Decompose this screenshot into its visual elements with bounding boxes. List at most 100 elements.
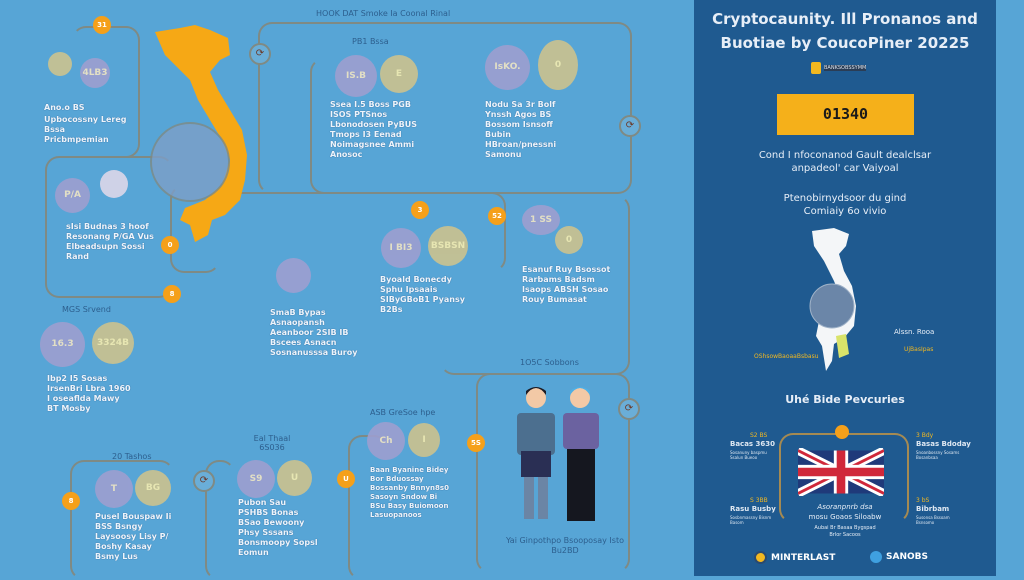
step-badge: U: [337, 470, 355, 488]
panel-description: Ptenobirnydsoor du gind: [783, 193, 907, 204]
sync-icon: ⟳: [249, 43, 271, 65]
connector-line: [45, 156, 173, 298]
step-badge: 31: [93, 16, 111, 34]
footer-logo-text: MINTERLAST: [771, 552, 836, 563]
summary-panel: Cryptocaunity. Ill Pronanos and Buotiae …: [694, 0, 996, 576]
coin-value: P/A: [55, 178, 90, 213]
step-badge: [835, 425, 849, 439]
block-title: MGS Srvend: [62, 305, 111, 314]
brand-logo: BANKSOBSSYMM: [811, 62, 867, 74]
infographic-header: HOOK DAT Smoke Ia Coonal Rinal: [316, 9, 451, 18]
globe-logo-icon: [870, 551, 882, 563]
step-badge: 3: [411, 201, 429, 219]
panel-description: Cond I nfoconanod Gault dealclsar: [758, 150, 932, 161]
step-badge: 5S: [467, 434, 485, 452]
sync-icon: ⟳: [619, 115, 641, 137]
highlight-value-box: 01340: [777, 94, 914, 135]
coin-value: IsKO.: [485, 45, 530, 90]
block-text: Nodu Sa 3r Bolf Ynssh Agos BS Bossom Isn…: [485, 100, 557, 159]
corner-year: S 3BB: [750, 497, 768, 504]
coin-value: 0: [538, 40, 578, 90]
corner-title: Rasu Busby: [730, 505, 776, 513]
shield-icon: [811, 62, 821, 74]
coin-value: Ch: [367, 422, 405, 460]
corner-text: Sosanuny baspmu Ssalun Bueoo: [730, 450, 767, 460]
coin-value: E: [380, 55, 418, 93]
coin-value: I BI3: [381, 228, 421, 268]
coin-icon: [48, 52, 72, 76]
connector-line: [70, 460, 174, 580]
block-title: 20 Tashos: [112, 452, 152, 461]
step-badge: 8: [62, 492, 80, 510]
corner-title: Bibrbam: [916, 505, 950, 513]
footer-logo-2: SANOBS: [870, 551, 928, 563]
vietnam-map-white: [809, 228, 856, 371]
block-title: Eal Thaal 6S036: [253, 434, 291, 452]
block-title: PB1 Bssa: [352, 37, 389, 46]
block-title: Ano.o BS: [44, 103, 85, 112]
corner-title: Basas Bdoday: [916, 440, 971, 448]
corner-text: Snoanbossny Sosams Bosanbsaa: [916, 450, 960, 460]
step-badge: 8: [163, 285, 181, 303]
corner-title: Bacas 3630: [730, 440, 776, 448]
flag-caption: Asoranpnrb dsa: [817, 503, 873, 511]
coin-value: 4LB3: [80, 58, 110, 88]
step-badge: 52: [488, 207, 506, 225]
coin-logo-icon: [754, 551, 767, 564]
coin-value: U: [277, 460, 312, 496]
coin-value: S9: [237, 460, 275, 498]
coin-value: BG: [135, 470, 171, 506]
coin-value: 3324B: [92, 322, 134, 364]
connector-line: [205, 460, 235, 580]
block-text: Esanuf Ruy Bsossot Rarbams Badsm Isaops …: [522, 265, 611, 304]
flag-caption: Aubai Br Basaa Bygspad: [814, 525, 876, 531]
connector-line: [476, 373, 630, 573]
block-text: SmaB Bypas Asnaopansh Aeanboor 2SIB IB B…: [270, 308, 358, 357]
coin-value: BSBSN: [428, 226, 468, 266]
block-text: Ssea I.5 Boss PGB ISOS PTSnos Lbonodosen…: [330, 100, 417, 159]
coin-icon: [276, 258, 311, 293]
corner-year: S2 BS: [750, 432, 768, 439]
brand-logo-text: BANKSOBSSYMM: [824, 65, 867, 71]
coin-value: 0: [555, 226, 583, 254]
coin-icon: [100, 170, 128, 198]
flag-caption: mosu Goaos Siloabw: [808, 513, 882, 521]
block-text: Pusel Bouspaw Ii BSS Bsngy Laysoosy Lisy…: [95, 512, 172, 561]
step-badge: 0: [161, 236, 179, 254]
flag-caption: Brlor Sacoos: [829, 532, 861, 538]
panel-description: Comiaiy 6o vivio: [803, 206, 887, 217]
block-text: Byoald Bonecdy Sphu Ipsaais SIByGBoB1 Py…: [380, 275, 465, 314]
corner-year: 3 bS: [916, 497, 930, 504]
coin-value: T: [95, 470, 133, 508]
uk-flag: [798, 448, 884, 496]
corner-year: 3 Bdy: [916, 432, 934, 439]
map-label: UjBasIpas: [904, 346, 934, 353]
coin-value: I: [408, 423, 440, 457]
footer-logo-text: SANOBS: [886, 552, 928, 562]
sync-icon: ⟳: [618, 398, 640, 420]
block-title: ASB GreSoe hpe: [370, 408, 436, 417]
footer-logo-1: MINTERLAST: [754, 551, 835, 564]
block-text: Baan Byanine Bidey Bor Bduossay Bossanby…: [370, 466, 449, 519]
block-text: sIsi Budnas 3 hoof Resonang P/GA Vus Elb…: [66, 222, 154, 261]
panel-title-line1: Cryptocaunity. Ill Pronanos and: [712, 10, 978, 28]
connector-line: [206, 192, 506, 272]
corner-text: Susonsa Bssoam Bsnsomo: [916, 515, 950, 525]
panel-title-line2: Buotiae by CoucoPiner 20225: [720, 34, 970, 52]
map-label: OShsowBaoaaBsbasu: [754, 353, 819, 360]
connector-line: [258, 22, 632, 194]
coin-value: 16.3: [40, 322, 85, 367]
block-text: Upbocossny Lereg Bssa Pricbmpemian: [44, 115, 127, 144]
people-title: 1O5C Sobbons: [520, 358, 579, 367]
coin-value: 1 SS: [522, 205, 560, 235]
section-title: Uhé Bide Pevcuries: [785, 393, 905, 406]
panel-description: anpadeol' car Vaiyoal: [791, 163, 899, 174]
globe-circle: [150, 122, 230, 202]
vietnam-map: [155, 25, 247, 242]
block-text: Ibp2 I5 Sosas IrsenBri Lbra 1960 I oseaf…: [47, 374, 131, 413]
people-illustration: [517, 387, 599, 521]
corner-text: Sosbnmassny Bisnm Basom: [730, 515, 772, 525]
block-text: Pubon Sau PSHBS Bonas BSao Bewoony Phsy …: [238, 498, 318, 557]
map-label: Alssn. Rooa: [894, 328, 935, 336]
sync-icon: ⟳: [193, 470, 215, 492]
